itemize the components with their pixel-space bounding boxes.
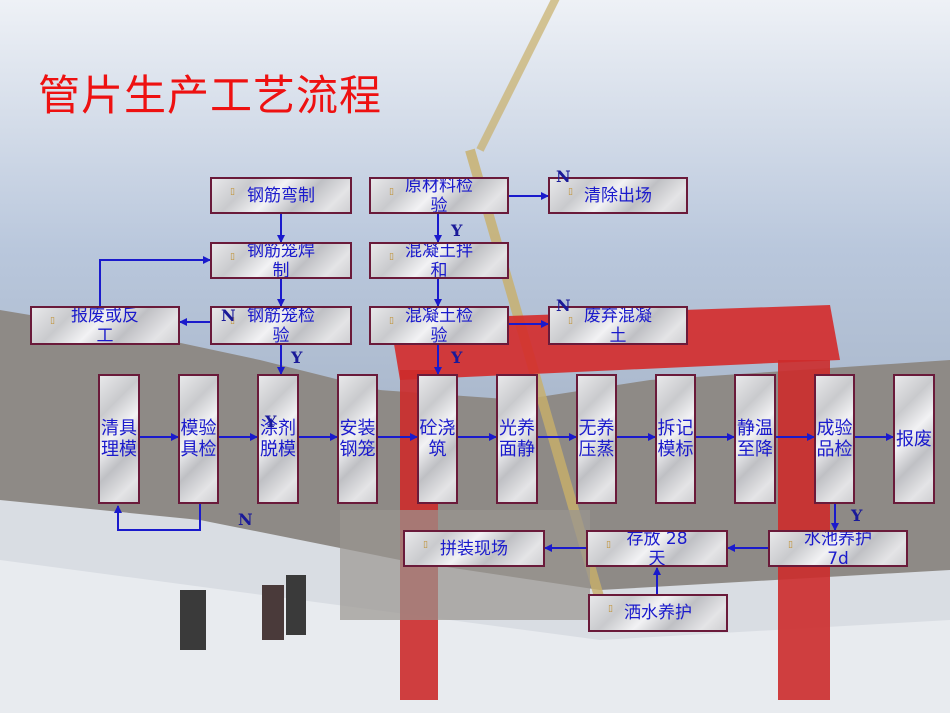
node-steam: 无养压蒸 <box>576 374 617 504</box>
bullet-icon: ▯ <box>389 187 394 197</box>
node-mold-clean: 清具理模 <box>98 374 140 504</box>
label-y-release: Y <box>265 412 277 431</box>
node-smooth: 光养面静 <box>496 374 538 504</box>
node-concrete-mix: ▯混凝土拌和 <box>369 242 509 279</box>
bullet-icon: ▯ <box>389 252 394 262</box>
bullet-icon: ▯ <box>568 187 573 197</box>
node-pool-cure: ▯水池养护 7d <box>768 530 908 567</box>
node-scrap: 报废 <box>893 374 935 504</box>
node-cage-inspect: ▯钢筋笼检验 <box>210 306 352 345</box>
label-y-cage: Y <box>291 348 303 367</box>
bullet-icon: ▯ <box>230 316 235 326</box>
node-scrap-rework: ▯报废或反工 <box>30 306 180 345</box>
node-store: ▯存放 28 天 <box>586 530 728 567</box>
label-y-product: Y <box>851 506 863 525</box>
node-water-cure: ▯洒水养护 <box>588 594 728 632</box>
label-y-concrete: Y <box>451 348 463 367</box>
bullet-icon: ▯ <box>230 187 235 197</box>
label-y-raw: Y <box>451 221 463 240</box>
node-install-cage: 安装钢笼 <box>337 374 378 504</box>
label-n-scrap-rework: N <box>221 306 236 325</box>
page-title: 管片生产工艺流程 <box>38 71 383 120</box>
node-demold: 拆记模标 <box>655 374 696 504</box>
bullet-icon: ▯ <box>788 540 793 550</box>
bullet-icon: ▯ <box>423 540 428 550</box>
node-raw-inspect: ▯原材料检验 <box>369 177 509 214</box>
label-n-discard: N <box>556 296 571 315</box>
node-release-agent: 涂剂脱模 <box>257 374 299 504</box>
node-concrete-inspect: ▯混凝土检验 <box>369 306 509 345</box>
node-clear-out: ▯清除出场 <box>548 177 688 214</box>
node-product-inspect: 成验品检 <box>814 374 855 504</box>
node-pour: 砼浇筑 <box>417 374 458 504</box>
node-discard-concrete: ▯废弃混凝土 <box>548 306 688 345</box>
bullet-icon: ▯ <box>230 252 235 262</box>
label-n-clear-out: N <box>556 167 571 186</box>
node-mold-inspect: 模验具检 <box>178 374 219 504</box>
node-cool: 静温至降 <box>734 374 776 504</box>
node-assemble: ▯拼装现场 <box>403 530 545 567</box>
bullet-icon: ▯ <box>606 540 611 550</box>
node-cage-weld: ▯钢筋笼焊制 <box>210 242 352 279</box>
bullet-icon: ▯ <box>50 316 55 326</box>
label-n-mold: N <box>238 510 253 529</box>
bullet-icon: ▯ <box>568 316 573 326</box>
node-rebar-bend: ▯钢筋弯制 <box>210 177 352 214</box>
bullet-icon: ▯ <box>389 316 394 326</box>
bullet-icon: ▯ <box>608 604 613 614</box>
